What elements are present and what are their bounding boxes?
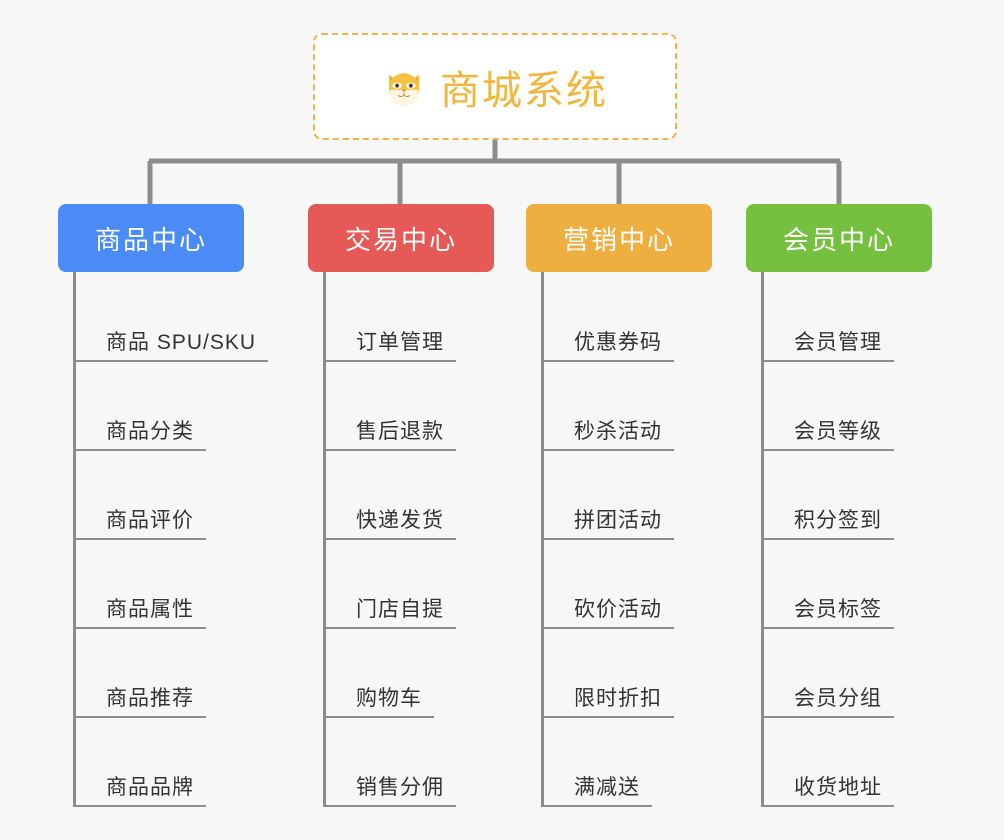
branch-item-label: 拼团活动	[544, 504, 674, 540]
branch-item[interactable]: 积分签到	[764, 451, 932, 540]
branch-item-label: 满减送	[544, 771, 652, 807]
root-title: 商城系统	[440, 68, 608, 113]
branch-item-label: 会员分组	[764, 682, 894, 718]
branch-item-label: 限时折扣	[544, 682, 674, 718]
branch-item[interactable]: 优惠券码	[544, 277, 712, 362]
branch-item[interactable]: 会员管理	[764, 277, 932, 362]
branch-item-label: 商品品牌	[76, 771, 206, 807]
branch-item-label: 商品评价	[76, 504, 206, 540]
branch-item-list: 会员管理会员等级积分签到会员标签会员分组收货地址	[761, 272, 932, 807]
branch-item[interactable]: 秒杀活动	[544, 362, 712, 451]
branch-item-label: 快递发货	[326, 504, 456, 540]
branch-item-label: 会员管理	[764, 326, 894, 362]
branch-item[interactable]: 商品品牌	[76, 718, 244, 807]
branch-item-label: 商品属性	[76, 593, 206, 629]
branch-item[interactable]: 订单管理	[326, 277, 494, 362]
branch-item[interactable]: 商品属性	[76, 540, 244, 629]
branch-item[interactable]: 售后退款	[326, 362, 494, 451]
branch-item[interactable]: 快递发货	[326, 451, 494, 540]
category-header-2[interactable]: 交易中心	[308, 204, 494, 272]
branch-item-label: 会员等级	[764, 415, 894, 451]
branch-column-1: 商品中心商品 SPU/SKU 商品分类商品评价商品属性商品推荐商品品牌	[58, 204, 269, 807]
branch-item[interactable]: 收货地址	[764, 718, 932, 807]
branch-item[interactable]: 满减送	[544, 718, 712, 807]
branch-item[interactable]: 销售分佣	[326, 718, 494, 807]
branch-column-4: 会员中心会员管理会员等级积分签到会员标签会员分组收货地址	[746, 204, 932, 807]
branch-item-label: 会员标签	[764, 593, 894, 629]
branch-item[interactable]: 会员分组	[764, 629, 932, 718]
branch-item[interactable]: 门店自提	[326, 540, 494, 629]
branch-item-label: 砍价活动	[544, 593, 674, 629]
branch-item-label: 购物车	[326, 682, 434, 718]
shiba-dog-face-icon	[382, 65, 426, 109]
branch-item[interactable]: 限时折扣	[544, 629, 712, 718]
branch-column-2: 交易中心订单管理售后退款快递发货门店自提购物车销售分佣	[308, 204, 494, 807]
branch-item-label: 商品分类	[76, 415, 206, 451]
branch-item-list: 商品 SPU/SKU 商品分类商品评价商品属性商品推荐商品品牌	[73, 272, 269, 807]
category-header-1[interactable]: 商品中心	[58, 204, 244, 272]
branch-item-label: 优惠券码	[544, 326, 674, 362]
branch-item[interactable]: 商品推荐	[76, 629, 244, 718]
branch-item[interactable]: 商品评价	[76, 451, 244, 540]
branch-item[interactable]: 商品分类	[76, 362, 244, 451]
branch-item-list: 优惠券码秒杀活动拼团活动砍价活动限时折扣满减送	[541, 272, 712, 807]
branch-item-label: 销售分佣	[326, 771, 456, 807]
category-header-3[interactable]: 营销中心	[526, 204, 712, 272]
branch-item-label: 收货地址	[764, 771, 894, 807]
branch-item[interactable]: 拼团活动	[544, 451, 712, 540]
branch-item-label: 秒杀活动	[544, 415, 674, 451]
branch-item[interactable]: 会员标签	[764, 540, 932, 629]
branch-item-label: 商品推荐	[76, 682, 206, 718]
branch-item[interactable]: 商品 SPU/SKU	[76, 277, 269, 362]
branch-column-3: 营销中心优惠券码秒杀活动拼团活动砍价活动限时折扣满减送	[526, 204, 712, 807]
branch-item-label: 售后退款	[326, 415, 456, 451]
branch-item[interactable]: 会员等级	[764, 362, 932, 451]
root-node[interactable]: 商城系统	[313, 33, 677, 140]
branch-item-label: 门店自提	[326, 593, 456, 629]
branch-item-label: 商品 SPU/SKU	[76, 326, 269, 362]
branch-item-label: 订单管理	[326, 326, 456, 362]
branch-item-list: 订单管理售后退款快递发货门店自提购物车销售分佣	[323, 272, 494, 807]
branch-item[interactable]: 购物车	[326, 629, 494, 718]
category-header-4[interactable]: 会员中心	[746, 204, 932, 272]
branch-item[interactable]: 砍价活动	[544, 540, 712, 629]
branch-item-label: 积分签到	[764, 504, 894, 540]
